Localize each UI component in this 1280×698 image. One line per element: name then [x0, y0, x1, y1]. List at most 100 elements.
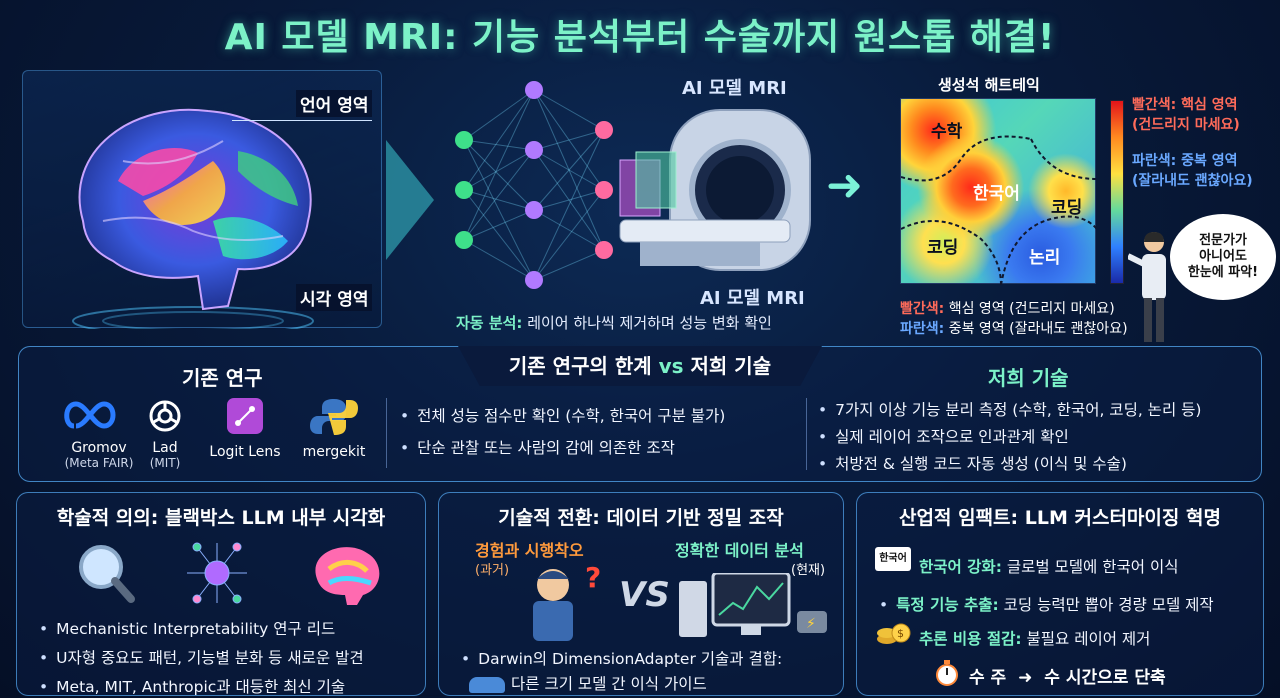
bubble-line: 전문가가	[1199, 232, 1247, 248]
heatmap-label-coding-left: 코딩	[927, 238, 959, 258]
past-title: 경험과 시행착오	[475, 541, 584, 560]
bullet-text: 처방전 & 실행 코드 자동 생성 (이식 및 수술)	[835, 455, 1127, 473]
heatmap-region-borders	[901, 135, 1097, 285]
bubble-line: 한눈에 파악!	[1187, 265, 1259, 281]
logo-sub: (MIT)	[149, 456, 181, 470]
academic-bullets: •Mechanistic Interpretability 연구 리드 •U자형…	[39, 617, 364, 697]
legend-red-title: 빨간색: 핵심 영역	[1132, 97, 1238, 113]
legend-blue-title: 파란색: 중복 영역	[1132, 153, 1238, 169]
auto-analysis-text: 레이어 하나씩 제거하며 성능 변화 확인	[522, 314, 772, 332]
legend-blue-text: 중복 영역 (잘라내도 괜찮아요)	[944, 321, 1128, 337]
item-text: 코딩 능력만 뽑아 경량 모델 제작	[998, 596, 1214, 614]
bullet-text: 7가지 이상 기능 분리 측정 (수학, 한국어, 코딩, 논리 등)	[835, 401, 1202, 419]
auto-analysis-caption: 자동 분석: 레이어 하나씩 제거하며 성능 변화 확인	[456, 312, 772, 333]
header-prior-research: 기존 연구의 한계	[508, 354, 659, 378]
item-text: 불필요 레이어 제거	[1021, 630, 1151, 648]
speech-bubble: 전문가가 아니어도 한눈에 파악!	[1170, 214, 1276, 300]
heatmap-label-logic: 논리	[1029, 248, 1061, 268]
logo-logit-lens: Logit Lens	[202, 396, 288, 460]
list-item: •Meta, MIT, Anthropic과 대등한 최신 기술	[39, 678, 346, 696]
comparison-header: 기존 연구의 한계 vs 저희 기술	[458, 346, 822, 386]
industry-item-korean: 한국어 강화: 글로벌 모델에 한국어 이식	[919, 555, 1178, 577]
academic-card-title: 학술적 의의: 블랙박스 LLM 내부 시각화	[56, 507, 386, 529]
academic-card: 학술적 의의: 블랙박스 LLM 내부 시각화 •Mechanistic Int…	[16, 492, 426, 696]
mri-label-bottom: AI 모델 MRI	[700, 288, 805, 309]
colorbar-legend-blue: 파란색: 중복 영역 (잘라내도 괜찮아요)	[1132, 150, 1253, 190]
item-key: 추론 비용 절감:	[919, 630, 1022, 648]
header-our-tech: 저희 기술	[683, 354, 772, 378]
list-item: •U자형 중요도 패턴, 기능별 분화 등 새로운 발견	[39, 649, 364, 667]
tech-bullets: •Darwin의 DimensionAdapter 기술과 결합: 다른 크기 …	[461, 647, 782, 694]
industry-item-cost: 추론 비용 절감: 불필요 레이어 제거	[919, 627, 1150, 649]
heatmap-title: 생성석 해트테익	[938, 76, 1040, 94]
list-item: •7가지 이상 기능 분리 측정 (수학, 한국어, 코딩, 논리 등)	[818, 401, 1202, 419]
bullet-text: 실제 레이어 조작으로 인과관계 확인	[835, 428, 1069, 446]
list-item: •전체 성능 점수만 확인 (수학, 한국어 구분 불가)	[400, 407, 726, 425]
list-item: •Darwin의 DimensionAdapter 기술과 결합:	[461, 650, 783, 668]
logo-mergekit: mergekit	[294, 396, 374, 460]
presenter-person-icon	[1128, 232, 1166, 342]
neural-network-mri-illustration	[455, 81, 811, 289]
time-to: 수 시간으로 단축	[1044, 668, 1166, 688]
computer-analysis-icon: ⚡	[679, 573, 827, 637]
vs-badge: VS	[619, 575, 670, 615]
car-icon	[469, 676, 505, 693]
past-sub: (과거)	[475, 563, 510, 578]
bubble-line: 아니어도	[1199, 248, 1247, 264]
callout-language-area: 언어 영역	[296, 90, 373, 117]
item-text: 글로벌 모델에 한국어 이식	[1001, 558, 1179, 576]
layer-importance-heatmap: 수학 한국어 코딩 코딩 논리	[900, 98, 1097, 285]
logit-lens-icon	[227, 398, 263, 434]
list-item: 다른 크기 모델 간 이식 가이드	[461, 672, 782, 694]
auto-analysis-key: 자동 분석:	[456, 314, 523, 332]
industry-card-title: 산업적 임팩트: LLM 커스터마이징 혁명	[899, 507, 1221, 529]
bullet-text: 다른 크기 모델 간 이식 가이드	[511, 675, 707, 693]
header-vs: vs	[658, 354, 684, 378]
heatmap-legend-red: 빨간색: 핵심 영역 (건드리지 마세요)	[900, 298, 1115, 318]
mri-label-top: AI 모델 MRI	[682, 78, 787, 99]
heatmap-colorbar	[1110, 100, 1124, 284]
bullet-text: 전체 성능 점수만 확인 (수학, 한국어 구분 불가)	[417, 407, 726, 425]
stopwatch-icon	[936, 660, 958, 686]
network-icon	[187, 542, 247, 604]
meta-icon	[64, 401, 116, 429]
brain-icon	[315, 547, 380, 605]
now-sub: (현재)	[791, 563, 826, 578]
brain-icon	[72, 108, 314, 329]
prior-research-bullets: •전체 성능 점수만 확인 (수학, 한국어 구분 불가) •단순 관찰 또는 …	[400, 404, 725, 458]
legend-red-sub: (건드리지 마세요)	[1132, 117, 1240, 133]
logo-gromov: Gromov (Meta FAIR)	[54, 396, 144, 470]
list-item: •처방전 & 실행 코드 자동 생성 (이식 및 수술)	[818, 455, 1127, 473]
openai-icon	[149, 400, 181, 432]
tech-card-title: 기술적 전환: 데이터 기반 정밀 조작	[498, 507, 784, 529]
divider	[806, 398, 807, 470]
chevron-right-icon	[386, 140, 434, 260]
list-item: •실제 레이어 조작으로 인과관계 확인	[818, 428, 1069, 446]
python-icon	[310, 399, 358, 435]
list-item: •단순 관찰 또는 사람의 감에 의존한 조작	[400, 439, 675, 457]
korean-badge-icon: 한국어	[875, 547, 911, 571]
now-title: 정확한 데이터 분석	[675, 541, 804, 560]
svg-text:?: ?	[585, 561, 601, 594]
logo-sub: (Meta FAIR)	[64, 456, 134, 470]
industry-item-extract: •특정 기능 추출: 코딩 능력만 뽑아 경량 모델 제작	[879, 596, 1214, 614]
time-from: 수 주	[969, 668, 1007, 688]
item-key: 특정 기능 추출:	[896, 596, 999, 614]
svg-text:$: $	[897, 627, 904, 640]
legend-blue-sub: (잘라내도 괜찮아요)	[1132, 173, 1253, 189]
bullet-text: U자형 중요도 패턴, 기능별 분화 등 새로운 발견	[56, 649, 364, 667]
item-key: 한국어 강화:	[919, 558, 1002, 576]
magnifier-icon	[79, 545, 135, 603]
bullet-text: Darwin의 DimensionAdapter 기술과 결합:	[478, 650, 783, 668]
legend-blue-key: 파란색:	[900, 321, 945, 337]
logo-lad: Lad (MIT)	[140, 396, 190, 470]
our-tech-title: 저희 기술	[988, 366, 1069, 390]
heatmap-legend-blue: 파란색: 중복 영역 (잘라내도 괜찮아요)	[900, 318, 1128, 338]
bullet-text: Meta, MIT, Anthropic과 대등한 최신 기술	[56, 678, 346, 696]
heatmap-label-math: 수학	[931, 122, 963, 142]
svg-text:⚡: ⚡	[806, 616, 816, 632]
heatmap-label-coding-right: 코딩	[1051, 198, 1083, 218]
arrow-right-icon: ➜	[826, 160, 863, 211]
logo-label: Logit Lens	[209, 444, 281, 460]
heatmap-label-korean: 한국어	[973, 184, 1020, 204]
